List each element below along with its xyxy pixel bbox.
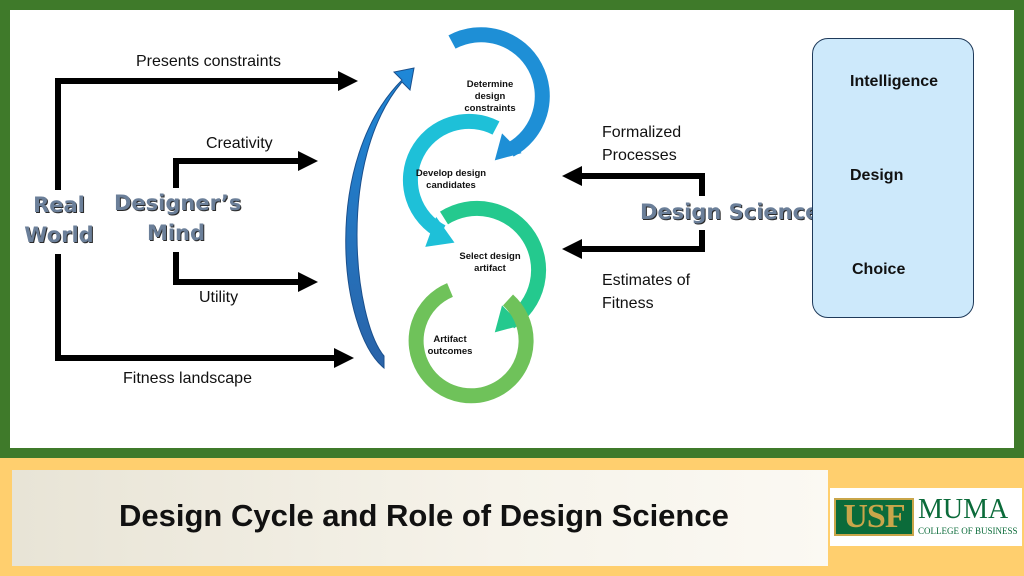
designers-mind-label: Designer’s Mind	[114, 188, 242, 248]
real-world-line-2: World	[24, 223, 94, 247]
fitness-landscape-arrowhead	[334, 348, 354, 368]
feedback-arrow	[345, 67, 415, 370]
usf-logo-mark: USF	[834, 498, 914, 536]
intelligence-label: Intelligence	[850, 73, 939, 90]
presents-constraints-arrowhead	[338, 71, 358, 91]
estimates-of-fitness-label: Estimates of Fitness	[602, 269, 690, 315]
creativity-arrowhead	[298, 151, 318, 171]
estimates-of-fitness-line-1: Estimates of	[602, 272, 691, 289]
choice-label: Choice	[852, 261, 906, 278]
diagram-canvas	[55, 27, 705, 404]
designers-mind-connectors	[173, 151, 318, 292]
cycle-step-4-ring	[408, 283, 534, 404]
college-of-business-text: COLLEGE OF BUSINESS	[918, 526, 1018, 536]
real-world-connectors	[55, 71, 358, 368]
cycle-step-3-label: Select design artifact	[459, 251, 521, 274]
formalized-processes-line-2: Processes	[602, 147, 677, 164]
utility-arrowhead	[298, 272, 318, 292]
usf-muma-logo: USF MUMA COLLEGE OF BUSINESS	[830, 488, 1022, 546]
slide-title: Design Cycle and Role of Design Science	[119, 498, 729, 533]
presents-constraints-label: Presents constraints	[136, 53, 281, 70]
design-label: Design	[850, 167, 904, 184]
muma-logo-text: MUMA	[918, 494, 1009, 525]
estimates-of-fitness-arrowhead	[562, 239, 582, 259]
cycle-step-4-label: Artifact outcomes	[427, 334, 473, 357]
formalized-processes-arrow	[582, 173, 705, 196]
design-science-label: Design Science	[640, 200, 820, 224]
real-world-label: Real World	[24, 190, 94, 250]
design-cycle	[402, 27, 550, 404]
cycle-step-1-ring	[448, 27, 550, 161]
cycle-step-1-label: Determine design constraints	[464, 79, 516, 114]
real-world-line-1: Real	[33, 193, 85, 217]
creativity-label: Creativity	[206, 135, 273, 152]
cycle-step-3-ring	[439, 200, 547, 333]
footer-title-panel	[12, 470, 828, 566]
presents-constraints-arrow	[55, 78, 338, 190]
formalized-processes-line-1: Formalized	[602, 124, 682, 141]
fitness-landscape-arrow	[55, 254, 334, 361]
estimates-of-fitness-line-2: Fitness	[602, 295, 654, 312]
formalized-processes-arrowhead	[562, 166, 582, 186]
designers-mind-line-2: Mind	[146, 221, 206, 245]
cycle-step-2-label: Develop design candidates	[415, 168, 487, 191]
utility-label: Utility	[199, 289, 239, 306]
designers-mind-line-1: Designer’s	[114, 191, 242, 215]
utility-arrow	[173, 252, 298, 285]
estimates-of-fitness-arrow	[582, 230, 705, 252]
fitness-landscape-label: Fitness landscape	[123, 370, 252, 387]
design-science-connectors	[562, 166, 705, 259]
intelligence-design-choice-box	[812, 38, 974, 318]
cycle-step-2-ring	[402, 113, 500, 247]
formalized-processes-label: Formalized Processes	[602, 121, 681, 167]
creativity-arrow	[173, 158, 298, 188]
